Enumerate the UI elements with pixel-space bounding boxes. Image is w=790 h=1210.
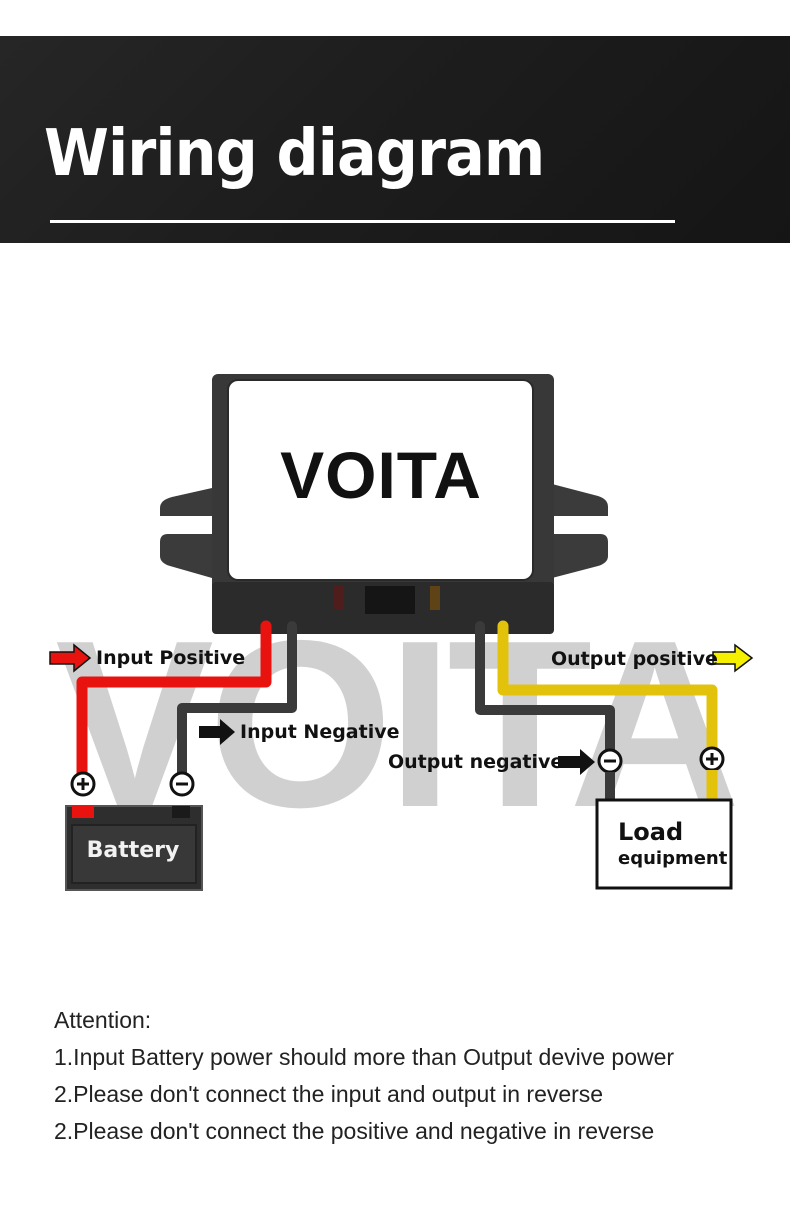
battery-label: Battery [86, 838, 180, 863]
output-negative-label: Output negative [388, 751, 564, 773]
load-equipment-box [595, 798, 733, 890]
output-positive-label: Output positive [551, 648, 718, 670]
device-brand-label: VOITA [280, 438, 482, 512]
wiring-diagram: VOITA [0, 360, 790, 930]
note-item: 2.Please don't connect the positive and … [54, 1118, 655, 1144]
header-divider [50, 220, 675, 223]
load-negative-terminal-icon [597, 748, 623, 774]
note-item: 2.Please don't connect the input and out… [54, 1081, 604, 1107]
battery-icon [65, 805, 203, 891]
note-item: 1.Input Battery power should more than O… [54, 1044, 675, 1070]
input-positive-label: Input Positive [96, 647, 246, 669]
input-negative-label: Input Negative [240, 721, 400, 743]
diagram-graphic: VOITA [49, 374, 754, 891]
notes-heading: Attention: [54, 1007, 152, 1033]
load-label-line2: equipment [618, 848, 728, 869]
output-positive-arrow-icon [712, 643, 754, 673]
page-title: Wiring diagram [44, 117, 545, 191]
battery-positive-terminal-icon [70, 771, 96, 797]
input-negative-arrow-icon [199, 719, 235, 745]
attention-notes: Attention: 1.Input Battery power should … [54, 1002, 774, 1150]
battery-negative-terminal-icon [169, 771, 195, 797]
header-banner: Wiring diagram [0, 36, 790, 243]
input-positive-arrow-icon [49, 643, 92, 673]
load-label-line1: Load [618, 818, 684, 846]
load-positive-terminal-icon [699, 746, 725, 772]
output-negative-arrow-icon [558, 749, 595, 775]
converter-device [160, 374, 608, 634]
